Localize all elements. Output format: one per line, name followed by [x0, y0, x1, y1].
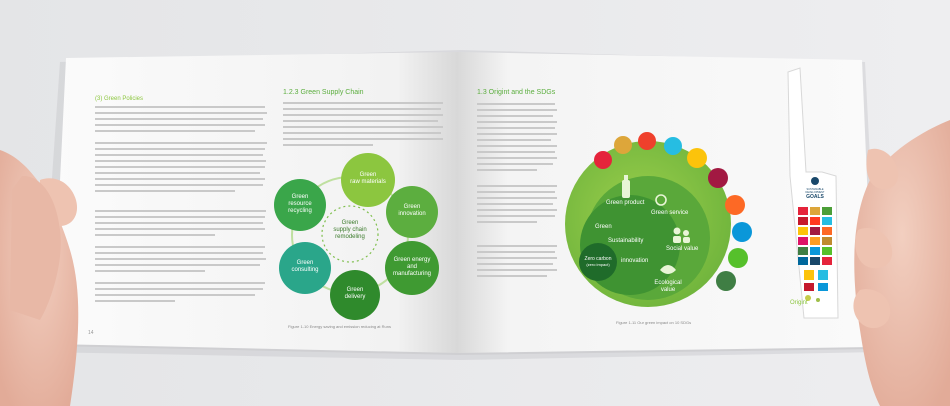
left-heading: (3) Green Policies: [95, 96, 144, 102]
zero-carbon-circle: [579, 243, 617, 281]
bookmark-goals: GOALS: [806, 194, 824, 200]
node-energy: [385, 241, 439, 295]
sdg-body-text: [477, 103, 557, 277]
node-innovation-label: Green innovation: [398, 204, 426, 217]
supply-chain-diagram: [274, 153, 439, 320]
node-raw-materials: [341, 153, 395, 207]
left-hand: [0, 150, 79, 406]
page-number: 14: [88, 330, 94, 336]
label-green-product: Green product: [606, 200, 645, 206]
left-body-text: [95, 106, 267, 302]
label-ecological-value: Ecological value: [654, 280, 682, 293]
sdg-icon-ring: [594, 132, 752, 291]
supply-body-text: [283, 102, 443, 146]
label-zero-carbon: Zero carbon (zero impact): [584, 256, 612, 267]
label-sustainability: Sustainability: [608, 238, 644, 244]
node-consulting: [279, 242, 331, 294]
sdg-diagram: [565, 141, 731, 307]
node-recycling: [274, 179, 326, 231]
label-green: Green: [595, 224, 612, 230]
node-delivery: [330, 270, 380, 320]
supply-chain-caption: Figure 1-10 Energy saving and emission r…: [288, 324, 391, 329]
node-consulting-label: Green consulting: [291, 260, 319, 273]
sdg-caption: Figure 1-11 Our green impact on 10 SDGs: [616, 320, 692, 325]
node-delivery-label: Green delivery: [344, 287, 366, 300]
sdg-bookmark: [787, 67, 839, 319]
node-innovation: [386, 186, 438, 238]
node-recycling-label: Green resource recycling: [288, 194, 312, 214]
sdg-grid: [798, 207, 832, 302]
right-hand: [853, 120, 950, 406]
label-social-value: Social value: [666, 246, 699, 252]
supply-chain-center: Green supply chain remodeling: [333, 220, 367, 240]
label-green-service: Green service: [651, 210, 689, 216]
node-raw-materials-label: Green raw materials: [350, 172, 386, 185]
sdg-title: 1.3 Origint and the SDGs: [477, 89, 556, 96]
node-energy-label: Green energy and manufacturing: [392, 257, 432, 277]
label-innovation: innovation: [621, 258, 649, 264]
bookmark-brand: Origint: [790, 300, 808, 306]
supply-chain-title: 1.2.3 Green Supply Chain: [283, 89, 364, 96]
bookmark-header: SUSTAINABLE DEVELOPMENT: [805, 188, 825, 194]
